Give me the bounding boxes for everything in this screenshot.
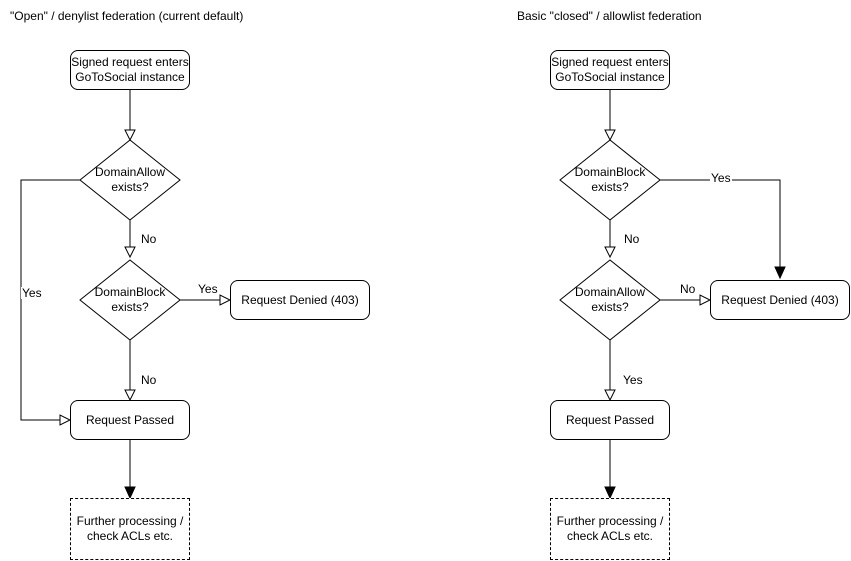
left-chart-title: "Open" / denylist federation (current de… — [10, 9, 244, 23]
right-passed-node: Request Passed — [550, 400, 670, 440]
arrowhead-open-icon — [604, 129, 616, 142]
arrowhead-open-icon — [604, 246, 616, 259]
left-further-line2: check ACLs etc. — [86, 529, 174, 543]
left-start-line2: GoToSocial instance — [75, 70, 185, 84]
edge-label-left-decision2-no: No — [140, 373, 158, 387]
right-further-line1: Further processing / — [556, 514, 664, 528]
edge-label-left-decision1-yes: Yes — [21, 286, 43, 300]
right-start-line2: GoToSocial instance — [555, 70, 665, 84]
right-decision2-text: DomainAllow exists? — [560, 270, 660, 330]
right-chart-title: Basic "closed" / allowlist federation — [517, 9, 702, 23]
left-start-line1: Signed request enters — [71, 55, 189, 69]
right-further-line2: check ACLs etc. — [566, 529, 654, 543]
arrowhead-open-icon — [124, 246, 136, 259]
right-start-node: Signed request enters GoToSocial instanc… — [550, 50, 670, 90]
arrowhead-open-icon — [699, 294, 712, 306]
arrowhead-open-icon — [124, 389, 136, 402]
right-start-line1: Signed request enters — [551, 55, 669, 69]
right-decision1-text: DomainBlock exists? — [560, 150, 660, 210]
right-further-node: Further processing / check ACLs etc. — [550, 498, 670, 560]
edge-label-right-decision1-yes: Yes — [710, 171, 732, 185]
edge-left-decision1-yes — [20, 179, 80, 421]
edge-label-right-decision2-no: No — [679, 282, 697, 296]
edge-label-right-decision1-no: No — [623, 232, 641, 246]
edge-label-right-decision2-yes: Yes — [622, 373, 644, 387]
edge-right-decision1-yes — [660, 179, 781, 268]
arrowhead-filled-icon — [774, 266, 786, 280]
edge-label-left-decision2-yes: Yes — [197, 282, 219, 296]
arrowhead-open-icon — [219, 294, 232, 306]
right-denied-node: Request Denied (403) — [710, 280, 850, 320]
arrowhead-open-icon — [59, 414, 72, 426]
left-passed-node: Request Passed — [70, 400, 190, 440]
right-decision1-line1: DomainBlock — [574, 165, 646, 179]
arrowhead-filled-icon — [124, 486, 136, 500]
arrowhead-open-icon — [604, 389, 616, 402]
right-decision2-line1: DomainAllow — [574, 285, 646, 299]
left-decision1-text: DomainAllow exists? — [80, 150, 180, 210]
left-start-node: Signed request enters GoToSocial instanc… — [70, 50, 190, 90]
right-decision2-line2: exists? — [591, 300, 629, 314]
left-denied-node: Request Denied (403) — [230, 280, 370, 320]
left-decision2-text: DomainBlock exists? — [80, 270, 180, 330]
arrowhead-filled-icon — [604, 486, 616, 500]
left-further-line1: Further processing / — [76, 514, 184, 528]
left-decision1-line1: DomainAllow — [94, 165, 166, 179]
left-further-node: Further processing / check ACLs etc. — [70, 498, 190, 560]
left-decision2-line2: exists? — [111, 300, 149, 314]
arrowhead-open-icon — [124, 129, 136, 142]
left-decision1-line2: exists? — [111, 180, 149, 194]
right-decision1-line2: exists? — [591, 180, 629, 194]
edge-label-left-decision1-no: No — [140, 232, 158, 246]
left-decision2-line1: DomainBlock — [94, 285, 166, 299]
